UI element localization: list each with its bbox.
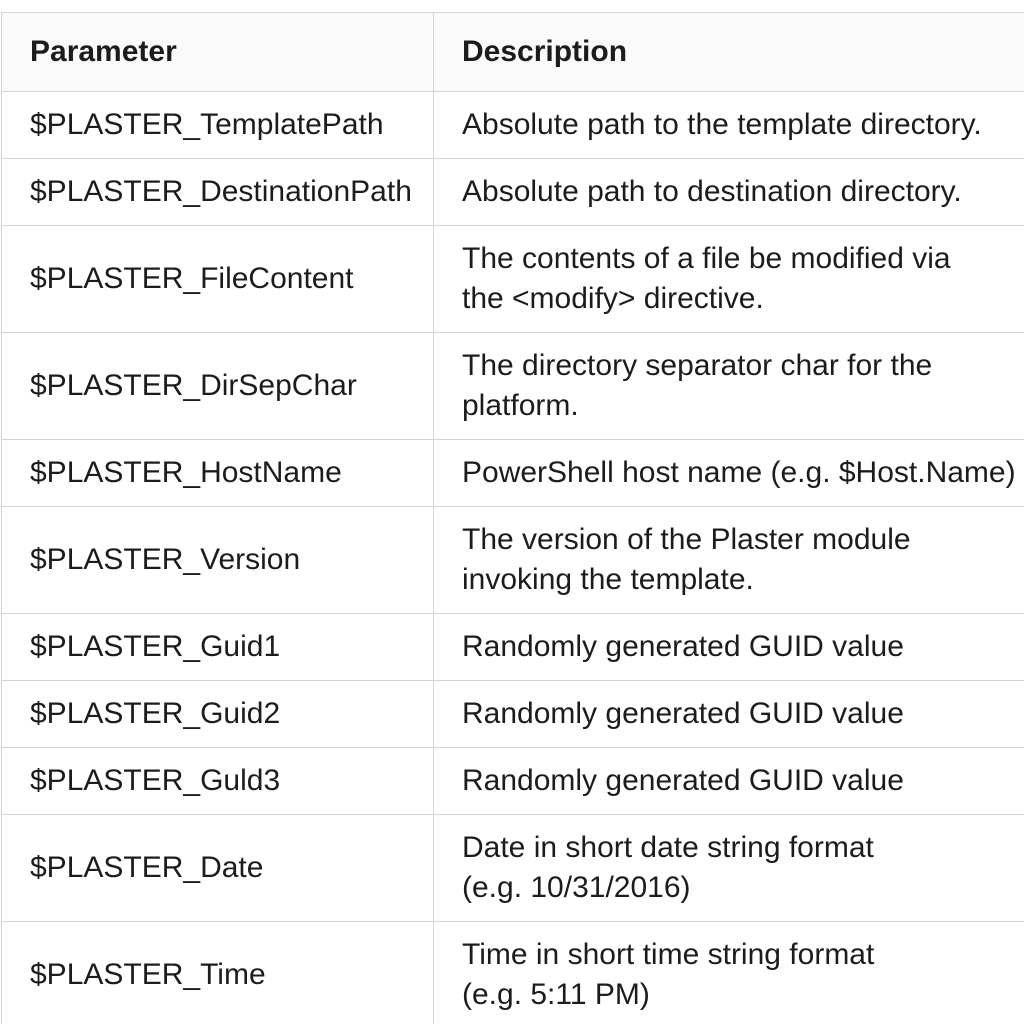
table-row: $PLASTER_TemplatePath Absolute path to t… xyxy=(1,91,1024,159)
table-row: $PLASTER_Date Date in short date string … xyxy=(1,814,1024,922)
parameter-cell: $PLASTER_Date xyxy=(1,814,434,922)
parameter-cell: $PLASTER_Guid1 xyxy=(1,613,434,681)
description-cell: Absolute path to destination directory. xyxy=(433,158,1024,226)
table-header-row: Parameter Description xyxy=(1,12,1024,92)
description-cell: Date in short date string format (e.g. 1… xyxy=(433,814,1024,922)
parameter-cell: $PLASTER_Time xyxy=(1,921,434,1024)
column-header-description: Description xyxy=(433,12,1024,92)
parameter-cell: $PLASTER_Guld3 xyxy=(1,747,434,815)
description-cell: Randomly generated GUID value xyxy=(433,613,1024,681)
parameter-cell: $PLASTER_DestinationPath xyxy=(1,158,434,226)
parameter-cell: $PLASTER_FileContent xyxy=(1,225,434,333)
table-row: $PLASTER_Guid1 Randomly generated GUID v… xyxy=(1,613,1024,681)
table-row: $PLASTER_DestinationPath Absolute path t… xyxy=(1,158,1024,226)
table-row: $PLASTER_DirSepChar The directory separa… xyxy=(1,332,1024,440)
description-cell: Randomly generated GUID value xyxy=(433,747,1024,815)
description-cell: The directory separator char for the pla… xyxy=(433,332,1024,440)
description-cell: Absolute path to the template directory. xyxy=(433,91,1024,159)
description-cell: The contents of a file be modified via t… xyxy=(433,225,1024,333)
parameter-cell: $PLASTER_HostName xyxy=(1,439,434,507)
description-cell: Time in short time string format (e.g. 5… xyxy=(433,921,1024,1024)
description-cell: The version of the Plaster module invoki… xyxy=(433,506,1024,614)
table-row: $PLASTER_FileContent The contents of a f… xyxy=(1,225,1024,333)
parameter-cell: $PLASTER_TemplatePath xyxy=(1,91,434,159)
description-cell: Randomly generated GUID value xyxy=(433,680,1024,748)
parameter-cell: $PLASTER_Guid2 xyxy=(1,680,434,748)
parameter-cell: $PLASTER_DirSepChar xyxy=(1,332,434,440)
column-header-parameter: Parameter xyxy=(1,12,434,92)
table-row: $PLASTER_Version The version of the Plas… xyxy=(1,506,1024,614)
parameters-table: Parameter Description $PLASTER_TemplateP… xyxy=(1,12,1024,1024)
table-row: $PLASTER_Guid2 Randomly generated GUID v… xyxy=(1,680,1024,748)
table-row: $PLASTER_HostName PowerShell host name (… xyxy=(1,439,1024,507)
table-row: $PLASTER_Time Time in short time string … xyxy=(1,921,1024,1024)
table-row: $PLASTER_Guld3 Randomly generated GUID v… xyxy=(1,747,1024,815)
parameter-cell: $PLASTER_Version xyxy=(1,506,434,614)
description-cell: PowerShell host name (e.g. $Host.Name) xyxy=(433,439,1024,507)
